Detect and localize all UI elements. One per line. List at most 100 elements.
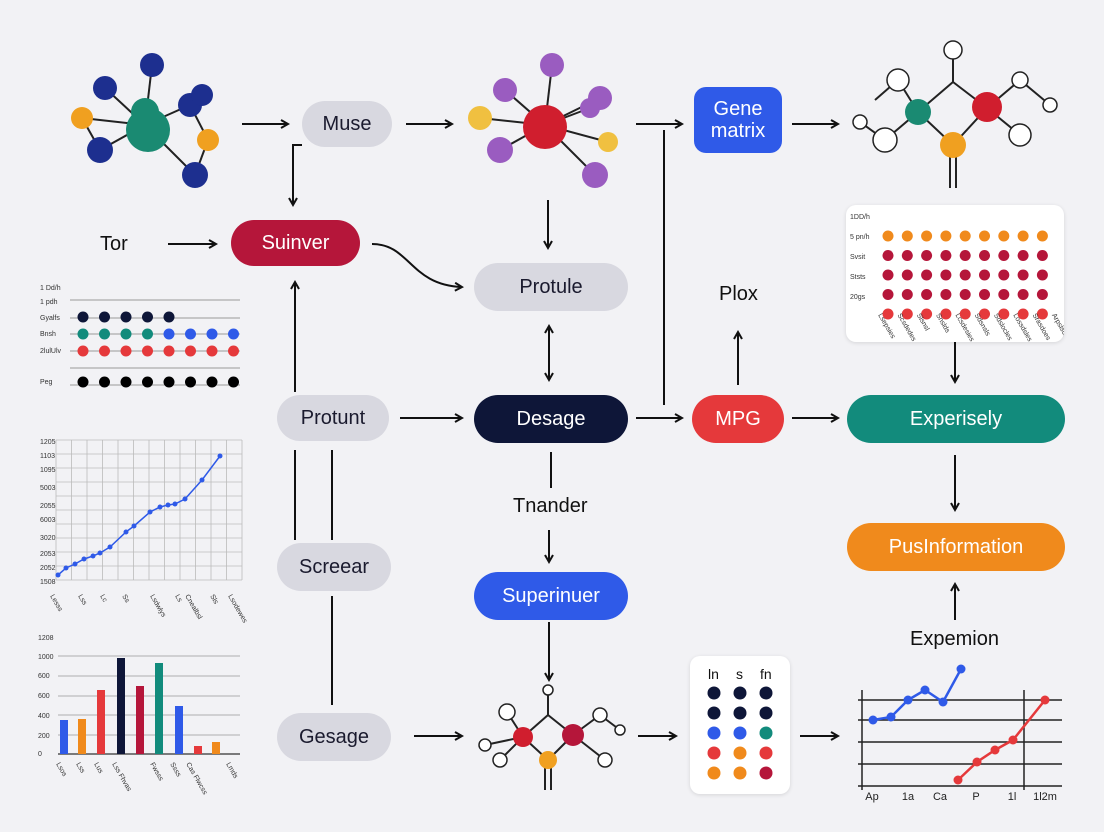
svg-text:1 Dd/h: 1 Dd/h xyxy=(40,285,61,292)
svg-text:Lsdwlys: Lsdwlys xyxy=(148,594,167,619)
grid-dot-r3-c1 xyxy=(733,746,747,760)
svg-text:5 pn/h: 5 pn/h xyxy=(850,234,870,241)
grid-dot-r4-c0 xyxy=(707,766,721,780)
heatmap-dot-r0-c6 xyxy=(998,230,1010,242)
svg-text:0: 0 xyxy=(38,751,42,758)
heatmap-dot-r2-c0 xyxy=(882,269,894,281)
svg-text:1000: 1000 xyxy=(38,654,54,661)
grid-dot-r4-c1 xyxy=(733,766,747,780)
svg-text:5003: 5003 xyxy=(40,485,56,492)
heatmap-dot-r1-c1 xyxy=(901,250,913,261)
svg-text:1205: 1205 xyxy=(40,439,56,446)
node-muse[interactable]: Muse xyxy=(302,101,392,147)
svg-text:600: 600 xyxy=(38,693,50,700)
heatmap-dot-r1-c4 xyxy=(959,250,971,261)
heatmap-dot-r3-c6 xyxy=(998,289,1010,300)
svg-text:1208: 1208 xyxy=(38,635,54,642)
svg-text:Lss Fhvas: Lss Fhvas xyxy=(110,762,132,794)
x-tick-label: 1l2m xyxy=(1033,791,1057,803)
dot-left-r1-c2 xyxy=(120,328,132,340)
svg-text:Lss: Lss xyxy=(74,762,86,775)
heatmap-dot-r1-c8 xyxy=(1036,250,1048,261)
dot-left-r0-c4 xyxy=(163,311,175,323)
svg-text:6003: 6003 xyxy=(40,517,56,524)
grid-dot-r3-c2 xyxy=(759,746,773,760)
dot-left-r1-c4 xyxy=(163,328,175,340)
svg-text:3020: 3020 xyxy=(40,535,56,542)
node-desage[interactable]: Desage xyxy=(474,395,628,443)
node-gesage[interactable]: Gesage xyxy=(277,713,391,761)
heatmap-dot-r2-c6 xyxy=(998,269,1010,281)
svg-text:Gyalfs: Gyalfs xyxy=(40,315,60,322)
node-experisely[interactable]: Experisely xyxy=(847,395,1065,443)
dot-left-r1-c6 xyxy=(206,328,218,340)
heatmap-dot-r2-c5 xyxy=(979,269,990,281)
svg-text:Bnsh: Bnsh xyxy=(40,331,56,338)
svg-text:2052: 2052 xyxy=(40,565,56,572)
svg-text:Ststs: Ststs xyxy=(850,274,866,281)
grid-dot-r2-c0 xyxy=(707,726,721,740)
dot-left-r2-c3 xyxy=(142,345,153,357)
heatmap-dot-r3-c0 xyxy=(882,289,894,300)
heatmap-dot-r2-c3 xyxy=(940,269,952,281)
heatmap-dot-r0-c2 xyxy=(921,230,933,242)
x-tick-label: Ca xyxy=(933,791,948,803)
heatmap-dot-r3-c4 xyxy=(959,289,971,300)
x-tick-label: Ap xyxy=(865,791,878,803)
heatmap-dot-r4-c5 xyxy=(979,308,990,320)
heatmap-dot-r0-c0 xyxy=(882,230,894,242)
heatmap-dot-r3-c5 xyxy=(979,289,990,300)
dot-grid-col-3: fn xyxy=(760,666,772,682)
node-gene-matrix[interactable]: Gene matrix xyxy=(694,87,782,153)
svg-text:1103: 1103 xyxy=(40,453,55,460)
dot-left-r1-c1 xyxy=(99,328,110,340)
node-screear[interactable]: Screear xyxy=(277,543,391,591)
heatmap-dot-r0-c8 xyxy=(1036,230,1048,242)
heatmap-dot-r0-c5 xyxy=(979,230,990,242)
svg-text:200: 200 xyxy=(38,733,50,740)
grid-dot-r0-c2 xyxy=(759,686,773,700)
svg-text:Ls: Ls xyxy=(173,594,183,604)
x-tick-label: 1a xyxy=(902,791,915,803)
heatmap-dot-r3-c1 xyxy=(901,289,913,300)
heatmap-dot-r3-c3 xyxy=(940,289,952,300)
node-protunt[interactable]: Protunt xyxy=(277,395,389,441)
node-superinuer[interactable]: Superinuer xyxy=(474,572,628,620)
grid-dot-r0-c1 xyxy=(733,686,747,700)
dot-left-r2-c2 xyxy=(120,345,132,357)
node-pusinformation[interactable]: PusInformation xyxy=(847,523,1065,571)
heatmap-dot-r0-c3 xyxy=(940,230,952,242)
node-protule[interactable]: Protule xyxy=(474,263,628,311)
grid-dot-r2-c2 xyxy=(759,726,773,740)
heatmap-dot-r4-c8 xyxy=(1036,308,1048,320)
svg-text:1 pdh: 1 pdh xyxy=(40,299,58,306)
svg-text:2053: 2053 xyxy=(40,551,56,558)
flow-arrows xyxy=(168,124,955,736)
svg-text:1095: 1095 xyxy=(40,467,56,474)
dot-grid-card: ln s fn xyxy=(690,656,790,794)
dot-left-r2-c7 xyxy=(228,345,239,357)
heatmap-dot-r3-c8 xyxy=(1036,289,1048,300)
node-suinver[interactable]: Suinver xyxy=(231,220,360,266)
dot-left-r1-c3 xyxy=(142,328,153,340)
svg-text:Cas Flwcss: Cas Flwcss xyxy=(184,762,208,797)
heatmap-dot-r3-c7 xyxy=(1017,289,1029,300)
dot-left-r3-c4 xyxy=(163,376,175,388)
molecule-icon-bottom-middle xyxy=(478,684,626,790)
dot-left-r3-c6 xyxy=(206,376,218,388)
svg-text:Lsodewes: Lsodewes xyxy=(226,594,248,625)
heatmap-dot-r0-c4 xyxy=(959,230,971,242)
dot-left-r1-c7 xyxy=(228,328,239,340)
grid-dot-r0-c0 xyxy=(707,686,721,700)
svg-text:Sls: Sls xyxy=(208,594,219,606)
dot-left-r0-c2 xyxy=(120,311,132,323)
heatmap-dot-r4-c7 xyxy=(1017,308,1029,320)
node-mpg[interactable]: MPG xyxy=(692,395,784,443)
svg-text:Svsit: Svsit xyxy=(850,254,865,261)
molecule-icon-top-right xyxy=(852,40,1058,188)
dot-left-r0-c0 xyxy=(77,311,89,323)
svg-text:20gs: 20gs xyxy=(850,294,866,301)
svg-text:Lus: Lus xyxy=(92,762,104,776)
